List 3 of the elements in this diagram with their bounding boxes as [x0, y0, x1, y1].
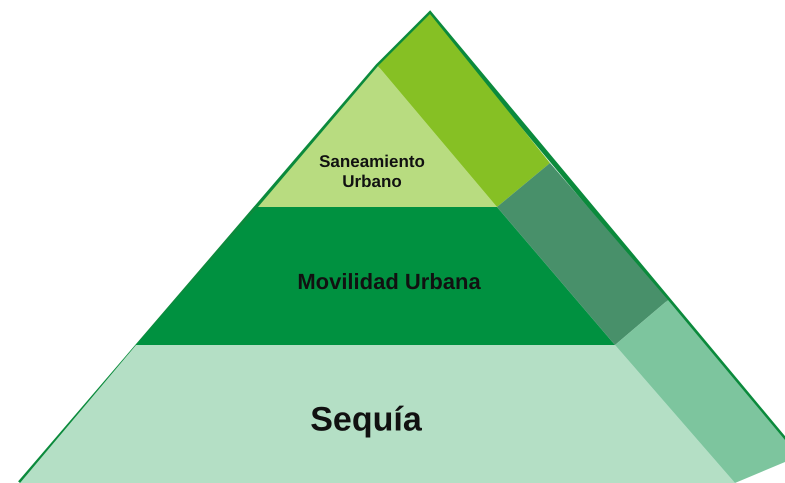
layer-label: Sequía [310, 400, 422, 440]
layer-label: Movilidad Urbana [297, 269, 481, 295]
layer-label: Saneamiento Urbano [318, 152, 426, 192]
